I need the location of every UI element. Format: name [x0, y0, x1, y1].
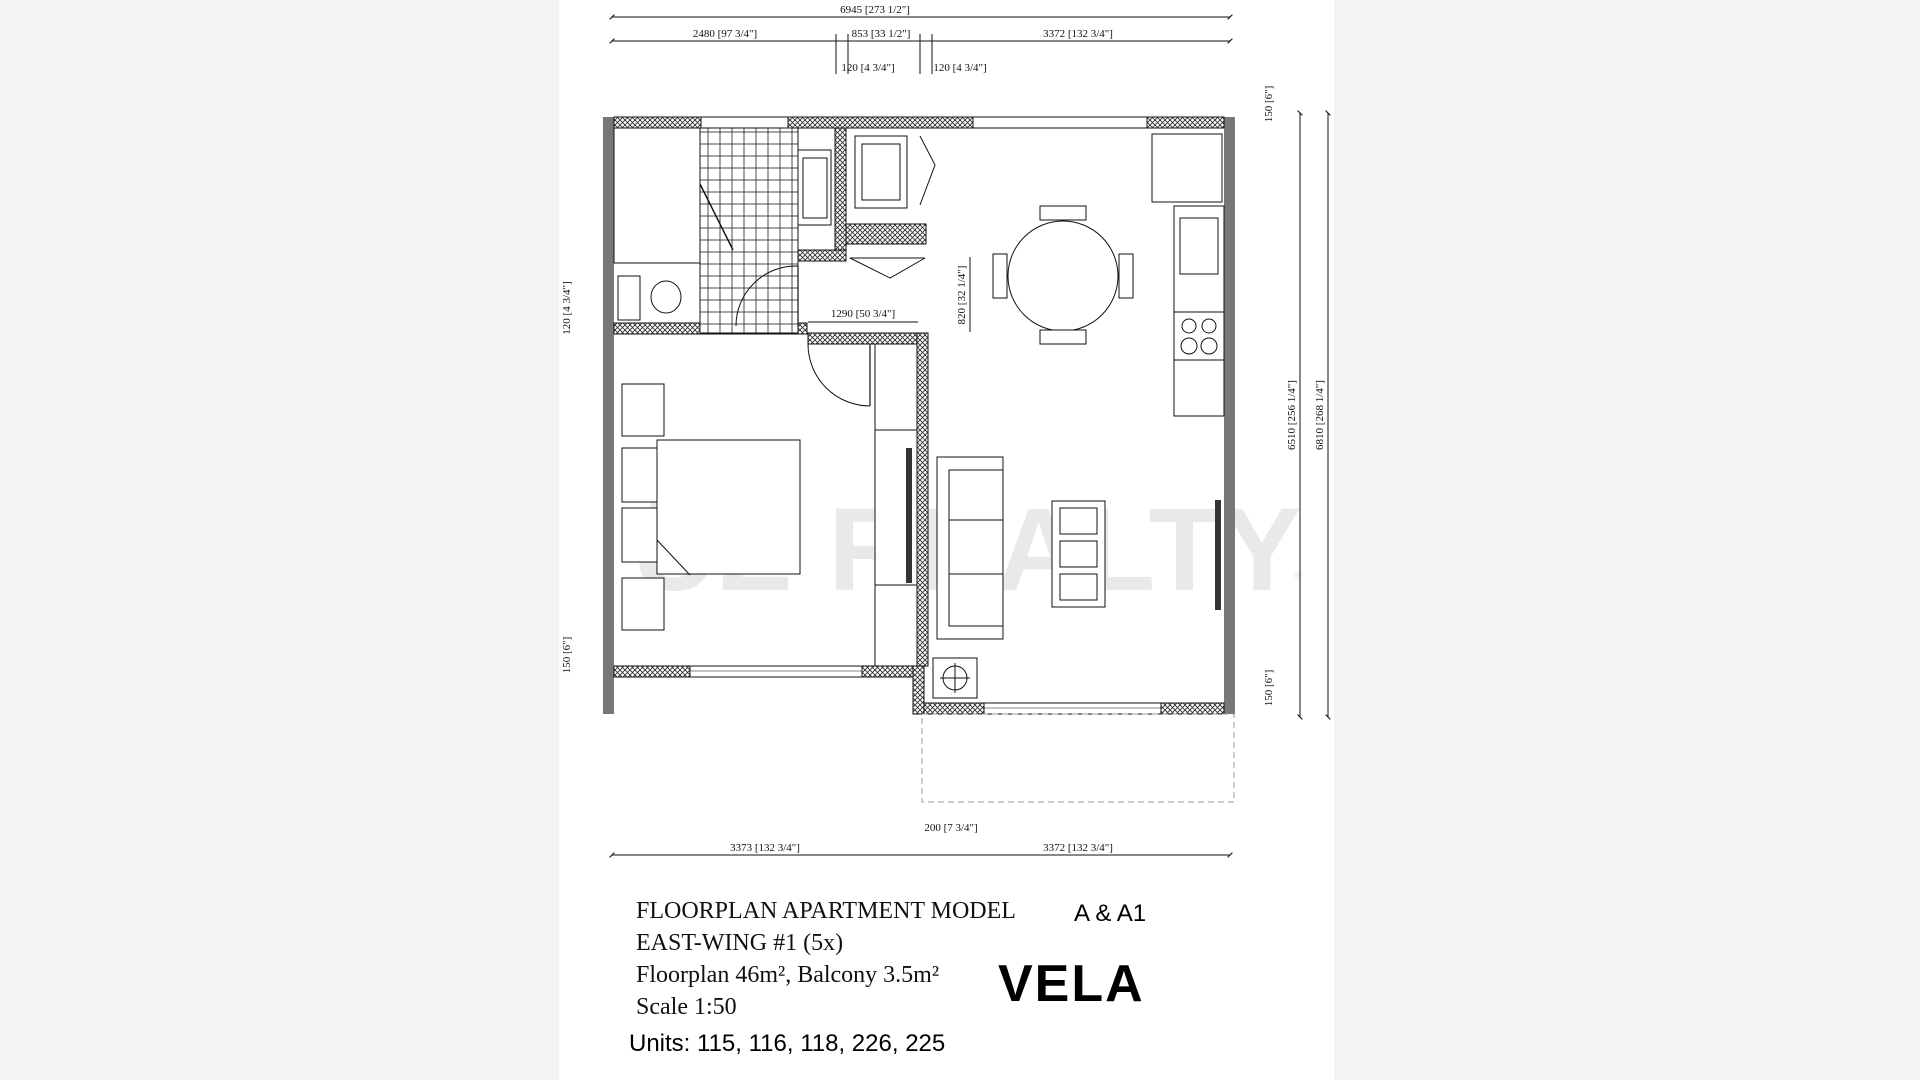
- brand-name: VELA: [998, 955, 1145, 1013]
- dim-right-outer: 6810 [268 1/4"]: [1314, 380, 1326, 450]
- title-block: FLOORPLAN APARTMENT MODEL EAST-WING #1 (…: [636, 898, 1236, 1068]
- living-dining-kitchen: [932, 133, 1225, 699]
- dim-bottom-left: 3373 [132 3/4"]: [730, 842, 800, 854]
- dimension-lines: [609, 14, 1331, 858]
- dim-top-total: 6945 [273 1/2"]: [840, 4, 910, 16]
- watermark-registered: ®: [1294, 569, 1303, 583]
- title-line-3: Floorplan 46m², Balcony 3.5m²: [636, 962, 940, 988]
- dim-hall-depth: 820 [32 1/4"]: [956, 266, 968, 325]
- model-label: A & A1: [1074, 900, 1147, 927]
- dim-right-inner: 6510 [256 1/4"]: [1286, 380, 1298, 450]
- bedroom: [621, 343, 918, 667]
- title-line-1: FLOORPLAN APARTMENT MODEL: [636, 898, 1016, 924]
- bathroom: [613, 127, 832, 334]
- unit-list: Units: 115, 116, 118, 226, 225: [629, 1030, 946, 1057]
- title-line-4: Scale 1:50: [636, 994, 737, 1020]
- dim-bottom-mid: 200 [7 3/4"]: [924, 822, 977, 834]
- dim-top-wall-a: 120 [4 3/4"]: [841, 62, 894, 74]
- dim-top-left: 2480 [97 3/4"]: [693, 28, 757, 40]
- dim-left-upper: 120 [4 3/4"]: [561, 281, 573, 334]
- dim-right-top-wall: 150 [6"]: [1263, 86, 1275, 123]
- dimension-labels: 6945 [273 1/2"] 2480 [97 3/4"] 853 [33 1…: [561, 4, 1326, 854]
- title-line-2: EAST-WING #1 (5x): [636, 930, 844, 956]
- exterior-walls: [603, 116, 1235, 715]
- dim-hall-width: 1290 [50 3/4"]: [831, 308, 895, 320]
- dim-left-lower: 150 [6"]: [561, 637, 573, 674]
- dim-top-wall-b: 120 [4 3/4"]: [933, 62, 986, 74]
- balcony-outline: [921, 713, 1235, 803]
- dim-bottom-right: 3372 [132 3/4"]: [1043, 842, 1113, 854]
- laundry-closet: [845, 135, 936, 279]
- dim-top-mid: 853 [33 1/2"]: [852, 28, 911, 40]
- dim-right-bottom-wall: 150 [6"]: [1263, 670, 1275, 707]
- dim-top-right: 3372 [132 3/4"]: [1043, 28, 1113, 40]
